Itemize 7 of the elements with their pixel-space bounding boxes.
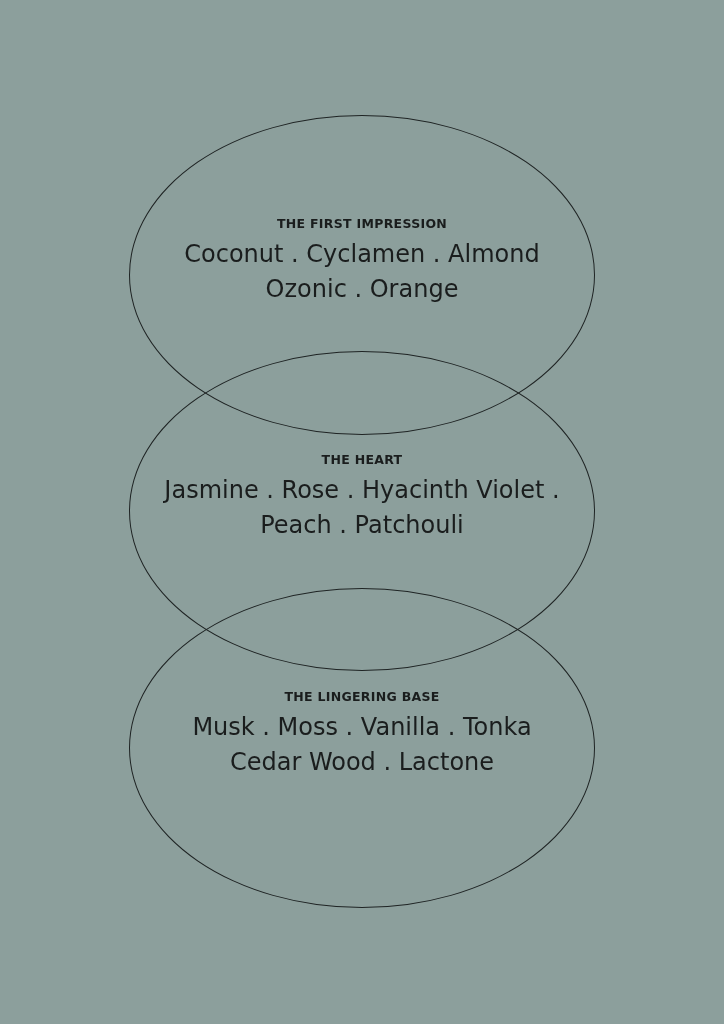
section-heading: THE HEART (321, 452, 403, 467)
notes-list: Jasmine . Rose . Hyacinth Violet . Peach . Patchouli (162, 473, 562, 543)
section-heading: THE FIRST IMPRESSION (276, 216, 448, 231)
notes-list: Musk . Moss . Vanilla . Tonka Cedar Wood . Lactone (162, 710, 562, 780)
notes-list: Coconut . Cyclamen . Almond Ozonic . Orange (162, 237, 562, 307)
oval-outline (129, 351, 595, 671)
section-heading: THE LINGERING BASE (284, 689, 440, 704)
